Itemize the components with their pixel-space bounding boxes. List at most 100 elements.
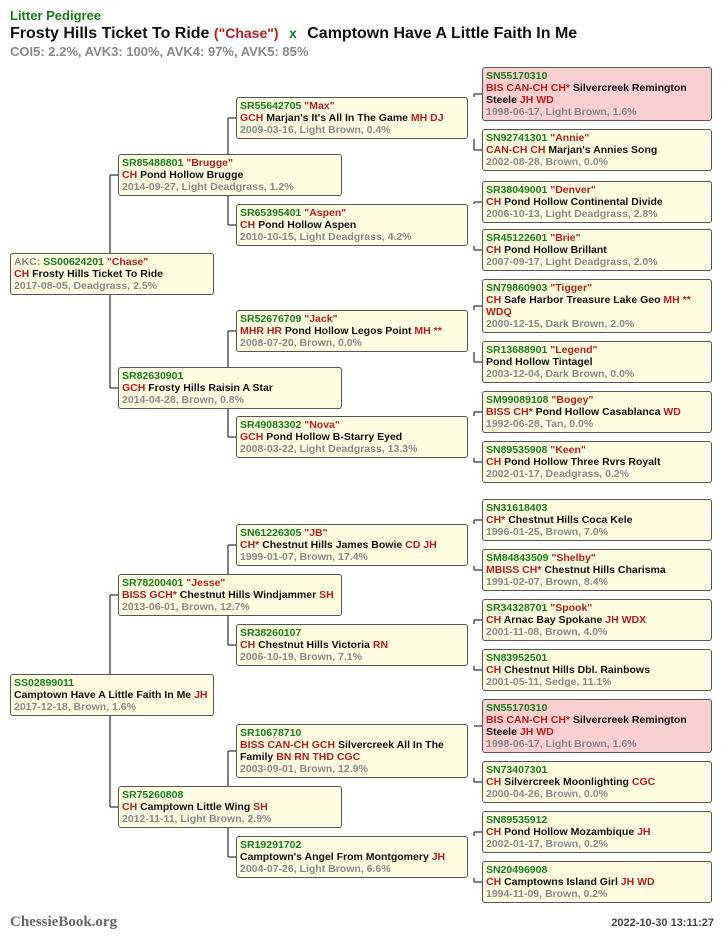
dog-birth-color-coi: 2008-07-20, Brown, 0.0% <box>240 337 362 349</box>
dog-card[interactable]: SN79860903 "Tigger"CH Safe Harbor Treasu… <box>482 279 712 333</box>
page-header: Litter Pedigree Frosty Hills Ticket To R… <box>10 8 714 60</box>
dog-name-line: GCH Marjan's It's All In The Game MH DJ <box>240 112 464 124</box>
dog-name-line: CH Pond Hollow Brugge <box>122 169 338 181</box>
dog-birth-color-coi: 1998-06-17, Light Brown, 1.6% <box>486 106 637 118</box>
dog-titles-before: BIS CAN-CH CH* <box>486 82 570 94</box>
dog-registration-number: SR38260107 <box>240 627 302 639</box>
sire-name[interactable]: Frosty Hills Ticket To Ride <box>10 25 210 42</box>
dog-name-line: GCH Pond Hollow B-Starry Eyed <box>240 431 464 443</box>
dog-name-line: CH Pond Hollow Continental Divide <box>486 196 708 208</box>
dog-registration-line: SN83952501 <box>486 652 708 664</box>
dog-name: Pond Hollow Brillant <box>504 244 607 256</box>
dog-name: Chestnut Hills Coca Kele <box>508 514 633 526</box>
dam-name[interactable]: Camptown Have A Little Faith In Me <box>307 25 578 42</box>
dog-card[interactable]: SR38049001 "Denver"CH Pond Hollow Contin… <box>482 181 712 223</box>
dog-card[interactable]: SM84843509 "Shelby"MBISS CH* Chestnut Hi… <box>482 549 712 591</box>
dog-titles-before: BISS GCH* <box>122 589 177 601</box>
dog-name-line: CH Chestnut Hills Victoria RN <box>240 639 464 651</box>
dog-registration-line: SN89535912 <box>486 814 708 826</box>
dog-registration-number: SR82630901 <box>122 370 184 382</box>
dog-titles-after: JH WD <box>620 876 655 888</box>
dog-card[interactable]: SM99089108 "Bogey"BISS CH* Pond Hollow C… <box>482 391 712 433</box>
dog-registration-number: SS02899011 <box>14 677 75 689</box>
dog-titles-after: JH WD <box>519 94 554 106</box>
dog-registration-line: SN79860903 "Tigger" <box>486 282 708 294</box>
dog-registration-number: SM84843509 <box>486 552 549 564</box>
dog-birth-color-coi: 2003-09-01, Brown, 12.9% <box>240 763 368 775</box>
dog-name: Camptown's Angel From Montgomery <box>240 851 429 863</box>
dog-registration-number: SN55170310 <box>486 702 548 714</box>
dog-titles-after: JH <box>637 826 651 838</box>
dog-registration-number: SR19291702 <box>240 839 302 851</box>
dog-call-name: "Jack" <box>304 313 338 325</box>
registry-prefix: AKC: <box>14 256 44 268</box>
dog-name: Pond Hollow Aspen <box>258 219 357 231</box>
dog-birth-color-coi: 1996-01-25, Brown, 7.0% <box>486 526 608 538</box>
dog-birth-color-coi: 2003-12-04, Dark Brown, 0.0% <box>486 368 635 380</box>
dog-name-line: CH* Chestnut Hills James Bowie CD JH <box>240 539 464 551</box>
dog-card[interactable]: SN92741301 "Annie"CAN-CH CH Marjan's Ann… <box>482 129 712 171</box>
dog-card[interactable]: SR52676709 "Jack"MHR HR Pond Hollow Lego… <box>236 310 468 352</box>
dog-name: Pond Hollow Legos Point <box>284 325 412 337</box>
dog-registration-line: SN31618403 <box>486 502 708 514</box>
dog-name: Pond Hollow B-Starry Eyed <box>266 431 403 443</box>
dog-birth-color-coi: 1992-06-28, Tan, 0.0% <box>486 418 594 430</box>
dog-name: Silvercreek All In The Family <box>240 739 444 763</box>
dog-name-line: CH Camptown Little Wing SH <box>122 801 338 813</box>
dog-name-line: BISS CAN-CH GCH Silvercreek All In The F… <box>240 739 464 763</box>
dog-name-line: CH Pond Hollow Brillant <box>486 244 708 256</box>
dog-registration-line: SR45122601 "Brie" <box>486 232 708 244</box>
dog-card[interactable]: SN61226305 "JB"CH* Chestnut Hills James … <box>236 524 468 566</box>
dog-card[interactable]: SR49083302 "Nova"GCH Pond Hollow B-Starr… <box>236 416 468 458</box>
dog-birth-color-coi: 2013-06-01, Brown, 12.7% <box>122 601 250 613</box>
dog-call-name: "Nova" <box>304 419 340 431</box>
dog-registration-number: SR52676709 <box>240 313 302 325</box>
dog-registration-number: SN89535908 <box>486 444 548 456</box>
dog-registration-number: SR49083302 <box>240 419 302 431</box>
dog-birth-color-coi: 2001-11-08, Brown, 4.0% <box>486 626 608 638</box>
dog-call-name: "Tigger" <box>550 282 593 294</box>
dog-call-name: "Bogey" <box>551 394 594 406</box>
dog-card-sire[interactable]: AKC: SS00624201 "Chase"CH Frosty Hills T… <box>10 253 214 295</box>
dog-name-line: BIS CAN-CH CH* Silvercreek Remington Ste… <box>486 714 708 738</box>
dog-name: Pond Hollow Continental Divide <box>504 196 663 208</box>
dog-name: Marjan's Annies Song <box>548 144 658 156</box>
dog-titles-after: CD JH <box>405 539 437 551</box>
dog-card[interactable]: SR45122601 "Brie"CH Pond Hollow Brillant… <box>482 229 712 271</box>
dog-registration-number: SN31618403 <box>486 502 548 514</box>
dog-card[interactable]: SN89535908 "Keen"CH Pond Hollow Three Rv… <box>482 441 712 483</box>
dog-card[interactable]: SR55642705 "Max"GCH Marjan's It's All In… <box>236 97 468 139</box>
dog-registration-line: SR65395401 "Aspen" <box>240 207 464 219</box>
footer-site-link[interactable]: ChessieBook.org <box>10 914 118 930</box>
dog-card[interactable]: SR34328701 "Spook"CH Arnac Bay Spokane J… <box>482 599 712 641</box>
dog-card[interactable]: SR78200401 "Jesse"BISS GCH* Chestnut Hil… <box>118 574 342 616</box>
dog-call-name: "Denver" <box>550 184 596 196</box>
dog-registration-line: SR10678710 <box>240 727 464 739</box>
dog-registration-line: SR13688901 "Legend" <box>486 344 708 356</box>
dog-name-line: CH Arnac Bay Spokane JH WDX <box>486 614 708 626</box>
dog-card[interactable]: SR85488801 "Brugge"CH Pond Hollow Brugge… <box>118 154 342 196</box>
dog-registration-line: SN20496908 <box>486 864 708 876</box>
dog-name: Chestnut Hills Windjammer <box>179 589 317 601</box>
dog-name-line: CH Frosty Hills Ticket To Ride <box>14 268 210 280</box>
dog-name: Camptown Little Wing <box>140 801 251 813</box>
dog-titles-before: BIS CAN-CH CH* <box>486 714 570 726</box>
dog-name: Arnac Bay Spokane <box>503 614 603 626</box>
dog-titles-before: GCH <box>240 431 264 443</box>
dog-call-name: "JB" <box>304 527 328 539</box>
